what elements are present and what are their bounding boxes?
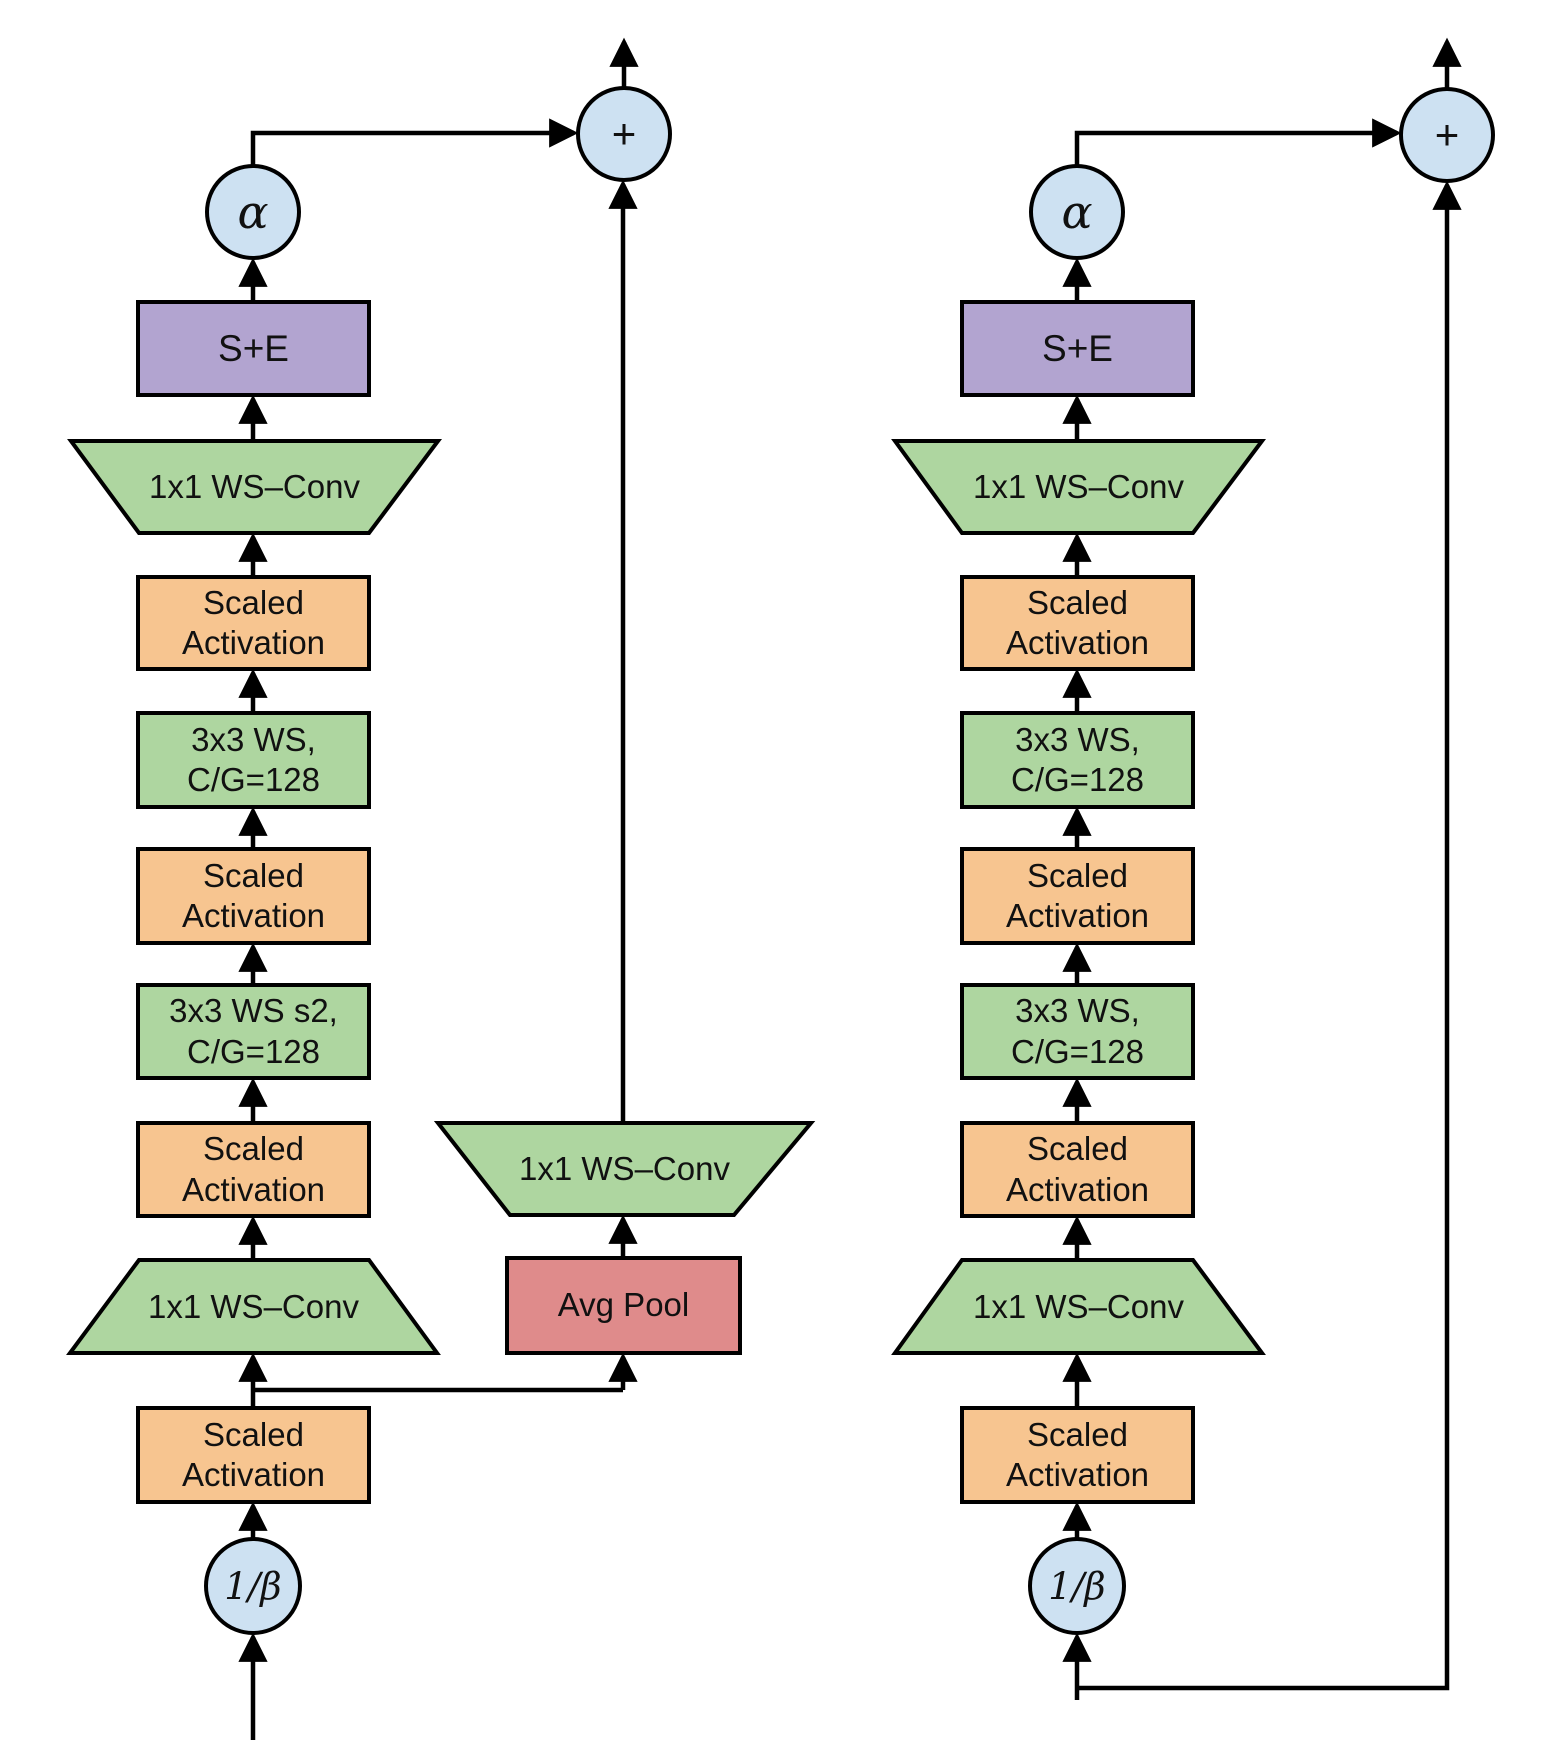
right-se-block: S+E — [960, 300, 1195, 397]
label-line: Scaled — [1027, 1415, 1128, 1453]
label-line: Scaled — [203, 856, 304, 894]
left-scaled-activation-2: Scaled Activation — [136, 847, 371, 945]
label-line: Scaled — [1027, 1130, 1128, 1168]
right-sum-label: + — [1434, 111, 1460, 158]
left-conv-expand-shape — [67, 439, 442, 535]
left-se-block: S+E — [136, 300, 371, 397]
left-alpha-to-sum-arrow — [250, 118, 579, 168]
right-se-label: S+E — [1042, 327, 1113, 369]
label-line: 3x3 WS, — [191, 720, 316, 758]
label-line: Scaled — [1027, 856, 1128, 894]
label-line: Activation — [1005, 624, 1150, 661]
label-line: 3x3 WS s2, — [169, 992, 338, 1030]
label-line: C/G=128 — [187, 1032, 320, 1070]
left-alpha-label: α — [237, 185, 269, 239]
left-conv3x3-1: 3x3 WS, C/G=128 — [136, 711, 371, 809]
left-beta-label: 1/β — [224, 1564, 282, 1608]
right-scaled-activation-2: Scaled Activation — [960, 847, 1195, 945]
right-scaled-activation-3: Scaled Activation — [960, 1121, 1195, 1218]
label-line: C/G=128 — [187, 761, 320, 798]
left-avg-pool-block: Avg Pool — [505, 1256, 742, 1355]
right-identity-skip-arrow — [1077, 180, 1462, 1691]
label-line: C/G=128 — [1011, 761, 1144, 798]
right-conv-reduce-shape — [891, 1258, 1266, 1355]
left-sum-node: + — [576, 86, 672, 182]
label-line: Scaled — [203, 1130, 304, 1168]
left-conv3x3-stride2: 3x3 WS s2, C/G=128 — [136, 983, 371, 1080]
label-line: Activation — [181, 624, 326, 661]
label-line: Scaled — [1027, 583, 1128, 621]
label-line: Activation — [1005, 897, 1150, 934]
label-line: Activation — [181, 1456, 326, 1493]
label-line: Scaled — [203, 1415, 304, 1453]
left-alpha-node: α — [205, 164, 301, 260]
right-beta-label: 1/β — [1048, 1564, 1106, 1608]
left-scaled-activation-4: Scaled Activation — [136, 1406, 371, 1504]
right-alpha-node: α — [1029, 164, 1125, 260]
right-scaled-activation-4: Scaled Activation — [960, 1406, 1195, 1504]
right-conv3x3-2: 3x3 WS, C/G=128 — [960, 983, 1195, 1080]
right-scaled-activation-1: Scaled Activation — [960, 575, 1195, 671]
left-scaled-activation-3: Scaled Activation — [136, 1121, 371, 1218]
right-conv3x3-1: 3x3 WS, C/G=128 — [960, 711, 1195, 809]
label-line: Activation — [1005, 1456, 1150, 1493]
label-line: 3x3 WS, — [1015, 720, 1140, 758]
left-sum-label: + — [611, 110, 637, 157]
label-line: Activation — [181, 897, 326, 934]
left-conv-reduce-shape — [66, 1258, 441, 1355]
left-beta-node: 1/β — [204, 1537, 302, 1635]
left-avg-pool-label: Avg Pool — [557, 1286, 690, 1324]
right-beta-node: 1/β — [1028, 1537, 1126, 1635]
label-line: 3x3 WS, — [1015, 992, 1140, 1030]
right-alpha-to-sum-arrow — [1074, 118, 1402, 168]
left-shortcut-conv-shape — [433, 1121, 816, 1217]
label-line: Activation — [181, 1170, 326, 1208]
right-alpha-label: α — [1061, 185, 1093, 239]
left-scaled-activation-1: Scaled Activation — [136, 575, 371, 671]
label-line: C/G=128 — [1011, 1032, 1144, 1070]
left-se-label: S+E — [218, 327, 289, 369]
label-line: Scaled — [203, 583, 304, 621]
right-sum-node: + — [1399, 87, 1495, 183]
label-line: Activation — [1005, 1170, 1150, 1208]
right-conv-expand-shape — [891, 439, 1266, 535]
